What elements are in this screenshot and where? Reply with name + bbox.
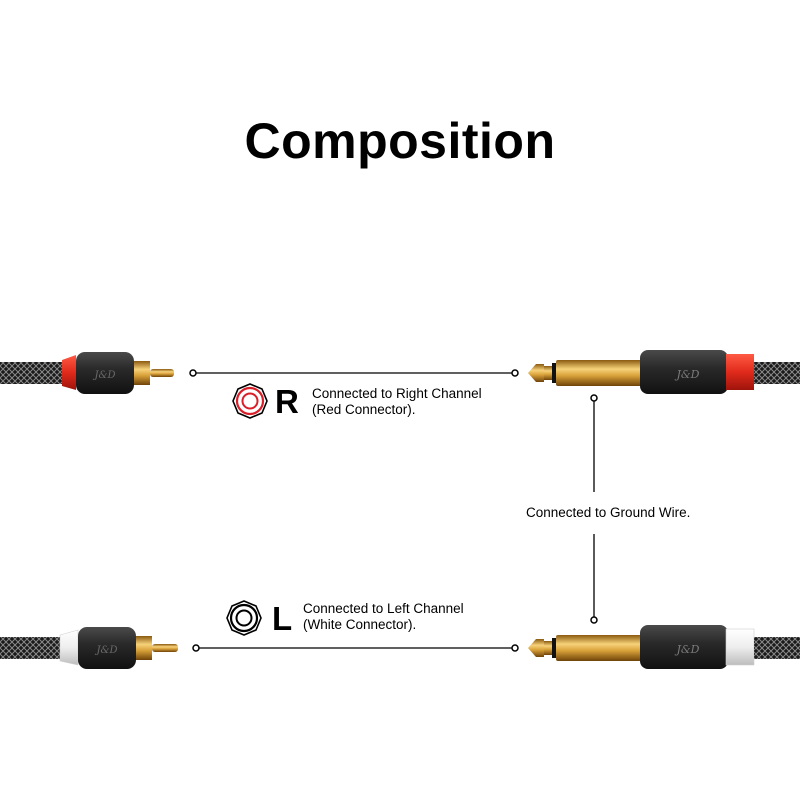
left-channel-line2: (White Connector).: [303, 617, 417, 632]
left-ring-icon: [226, 600, 262, 636]
braided-cable: [0, 637, 62, 659]
rca-plug-red: J&D: [0, 352, 174, 394]
red-collar: [726, 354, 754, 390]
jack-ring: [544, 366, 552, 380]
rca-sleeve: [136, 636, 152, 660]
jack-tip: [528, 364, 544, 382]
jack-insulator: [552, 363, 556, 383]
right-channel-line: [189, 369, 519, 377]
rca-logo: J&D: [93, 370, 116, 381]
right-ring-icon: [232, 383, 268, 419]
ground-wire-label: Connected to Ground Wire.: [526, 503, 691, 522]
braided-cable: [754, 362, 800, 384]
rca-pin: [150, 369, 174, 377]
right-channel-line1: Connected to Right Channel: [312, 386, 482, 401]
jack-sleeve: [556, 635, 642, 661]
rca-plug-white: J&D: [0, 627, 178, 669]
left-channel-line: [192, 644, 519, 652]
jack-logo: J&D: [674, 643, 699, 656]
jack-tip: [528, 639, 544, 657]
ground-wire-line: [590, 394, 598, 624]
page-title: Composition: [244, 113, 556, 169]
left-channel-line1: Connected to Left Channel: [303, 601, 464, 616]
left-channel-description: Connected to Left Channel (White Connect…: [303, 601, 464, 633]
jack-housing: [640, 625, 728, 669]
right-channel-letter: R: [275, 383, 299, 420]
jack-logo: J&D: [674, 368, 699, 381]
jack-plug-white: J&D: [528, 625, 800, 669]
braided-cable: [754, 637, 800, 659]
jack-sleeve: [556, 360, 642, 386]
rca-housing: [76, 352, 134, 394]
braided-cable: [0, 362, 62, 384]
jack-ring: [544, 641, 552, 655]
white-collar: [59, 629, 79, 666]
rca-logo: J&D: [95, 645, 118, 656]
rca-sleeve: [134, 361, 150, 385]
right-channel-description: Connected to Right Channel (Red Connecto…: [312, 386, 482, 418]
white-collar: [725, 628, 755, 666]
jack-insulator: [552, 638, 556, 658]
red-collar: [62, 355, 76, 390]
jack-plug-red: J&D: [528, 350, 800, 394]
right-channel-line2: (Red Connector).: [312, 402, 416, 417]
jack-housing: [640, 350, 728, 394]
rca-housing: [78, 627, 136, 669]
rca-pin: [152, 644, 178, 652]
left-channel-letter: L: [272, 600, 293, 637]
